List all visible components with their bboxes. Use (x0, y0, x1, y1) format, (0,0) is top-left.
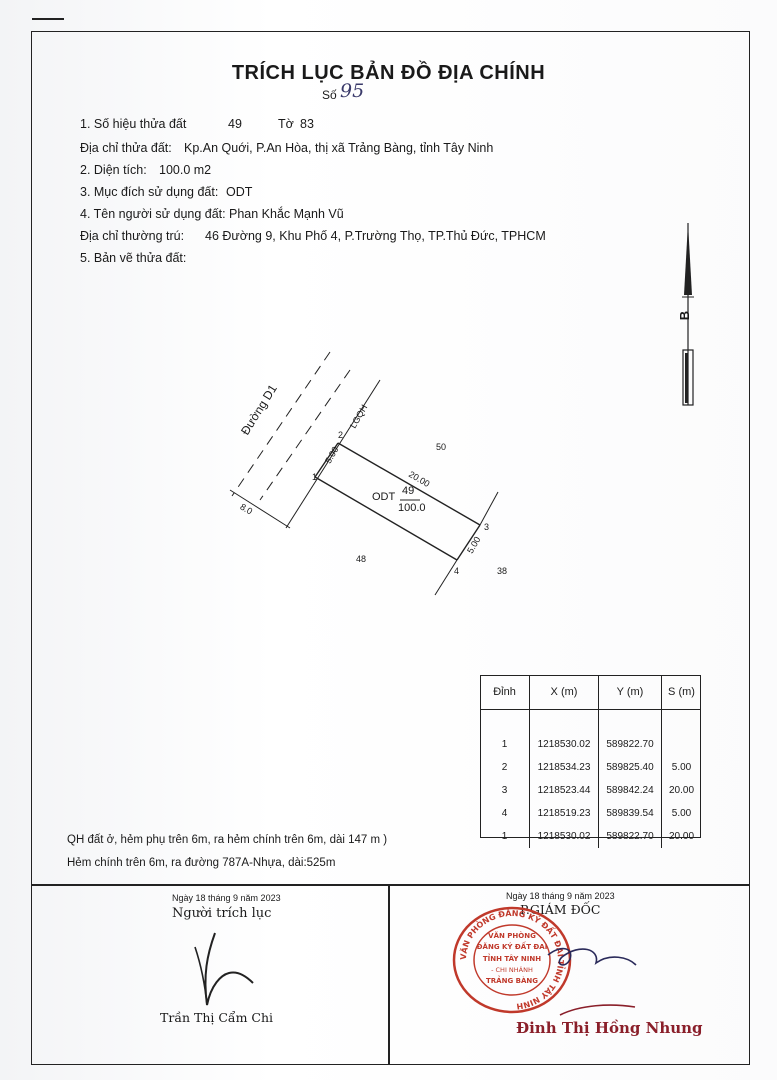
cell-vertex: 2 (480, 756, 530, 779)
col-header-vertex: Đỉnh (480, 675, 530, 710)
left-date: Ngày 18 tháng 9 năm 2023 (172, 893, 281, 903)
document-title: TRÍCH LỤC BẢN ĐỒ ĐỊA CHÍNH (231, 62, 546, 84)
coordinates-table: Đỉnh X (m) Y (m) S (m) 1 1218530.02 5898… (480, 675, 701, 848)
area-label: 2. Diện tích: (80, 163, 147, 177)
residence-label: Địa chỉ thường trú: (80, 229, 185, 243)
table-header-row: Đỉnh X (m) Y (m) S (m) (480, 675, 701, 710)
cell-x: 1218519.23 (529, 802, 599, 825)
signature-divider (31, 884, 750, 886)
table-row: 2 1218534.23 589825.40 5.00 (480, 756, 701, 779)
col-header-y: Y (m) (598, 675, 662, 710)
note-line-1: QH đất ở, hẻm phụ trên 6m, ra hẻm chính … (67, 834, 388, 846)
cell-y: 589822.70 (598, 825, 662, 848)
table-row: 4 1218519.23 589839.54 5.00 (480, 802, 701, 825)
stamp-line-4: - CHI NHÁNH (491, 965, 533, 974)
parcel-area: 100.0 (398, 502, 426, 514)
road-width-line (229, 489, 291, 529)
owner-value: Phan Khắc Mạnh Vũ (229, 207, 344, 221)
col-header-s: S (m) (661, 675, 701, 710)
cell-y: 589842.24 (598, 779, 662, 802)
cell-s (662, 733, 702, 756)
parcel-no: 49 (228, 117, 242, 131)
cell-vertex: 1 (480, 825, 530, 848)
neighbor-top: 50 (436, 442, 447, 452)
parcel-edge-1-2 (314, 442, 339, 478)
cell-s: 20.00 (668, 831, 695, 842)
signature-column-divider (388, 884, 390, 1065)
cell-vertex: 4 (480, 802, 530, 825)
cell-x: 1218523.44 (529, 779, 599, 802)
address-value: Kp.An Quới, P.An Hòa, thị xã Trảng Bàng,… (184, 141, 494, 155)
vertex-4: 4 (454, 566, 460, 576)
road-center-dashed (259, 369, 351, 501)
number-label: Số (322, 88, 337, 102)
vertex-3: 3 (484, 522, 490, 532)
right-name: Đinh Thị Hồng Nhung (516, 1019, 703, 1037)
cell-x: 1218530.02 (529, 733, 599, 756)
stamp-line-1: VĂN PHÒNG (488, 931, 536, 940)
left-name: Trần Thị Cẩm Chi (160, 1010, 274, 1025)
signature-left-icon (194, 932, 254, 1006)
neighbor-line-top (479, 491, 499, 526)
residence-value: 46 Đường 9, Khu Phố 4, P.Trường Thọ, TP.… (205, 229, 546, 243)
cell-vertex: 3 (480, 779, 530, 802)
left-title: Người trích lục (172, 906, 272, 921)
document-frame (31, 31, 750, 1065)
cell-x: 1218534.23 (529, 756, 599, 779)
owner-label: 4. Tên người sử dụng đất: (80, 207, 226, 221)
cell-y: 589839.54 (598, 802, 662, 825)
neighbor-right: 38 (497, 566, 508, 576)
road-edge-solid (285, 379, 381, 529)
purpose-label: 3. Mục đích sử dụng đất: (80, 185, 219, 199)
cell-s: 20.00 (668, 785, 695, 796)
parcel-map (229, 351, 499, 596)
cell-y: 589825.40 (598, 756, 662, 779)
address-label: Địa chỉ thửa đất: (80, 141, 172, 155)
table-row: 1 1218530.02 589822.70 20.00 (480, 825, 701, 848)
north-arrow-icon (682, 223, 694, 406)
stamp-line-2: ĐĂNG KÝ ĐẤT ĐAI (477, 941, 548, 951)
sheet-label: Tờ (278, 117, 294, 131)
vertex-2: 2 (338, 430, 344, 440)
neighbor-line-bottom (434, 559, 458, 596)
parcel-edge-1-4 (314, 476, 458, 561)
cell-s: 5.00 (671, 762, 692, 773)
cell-vertex: 1 (480, 733, 530, 756)
road-edge-dashed (231, 351, 331, 497)
number-handwritten: 95 (340, 80, 365, 102)
parcel-edge-2-3 (337, 442, 481, 526)
note-line-2: Hẻm chính trên 6m, ra đường 787A-Nhựa, d… (67, 857, 336, 869)
purpose-value: ODT (226, 185, 253, 199)
parcel-no-label: 1. Số hiệu thửa đất (80, 117, 187, 131)
north-letter: B (677, 310, 693, 321)
margin-mark (32, 18, 64, 20)
cell-x: 1218530.02 (529, 825, 599, 848)
cell-y: 589822.70 (598, 733, 662, 756)
area-value: 100.0 m2 (159, 163, 212, 177)
vertex-1: 1 (312, 472, 318, 482)
parcel-number: 49 (402, 485, 415, 497)
signature-right-icon (547, 947, 637, 1016)
table-row: 3 1218523.44 589842.24 20.00 (480, 779, 701, 802)
sheet-no: 83 (300, 117, 314, 131)
drawing-label: 5. Bản vẽ thửa đất: (80, 251, 187, 265)
neighbor-bottom: 48 (356, 554, 367, 564)
stamp-line-3: TỈNH TÂY NINH (483, 953, 541, 963)
col-header-x: X (m) (529, 675, 599, 710)
parcel-edge-3-4 (456, 524, 481, 561)
table-row: 1 1218530.02 589822.70 (480, 733, 701, 756)
right-date: Ngày 18 tháng 9 năm 2023 (506, 891, 615, 901)
parcel-code: ODT (372, 491, 396, 503)
cell-s: 5.00 (671, 808, 692, 819)
stamp-line-5: TRẢNG BÀNG (486, 975, 538, 985)
